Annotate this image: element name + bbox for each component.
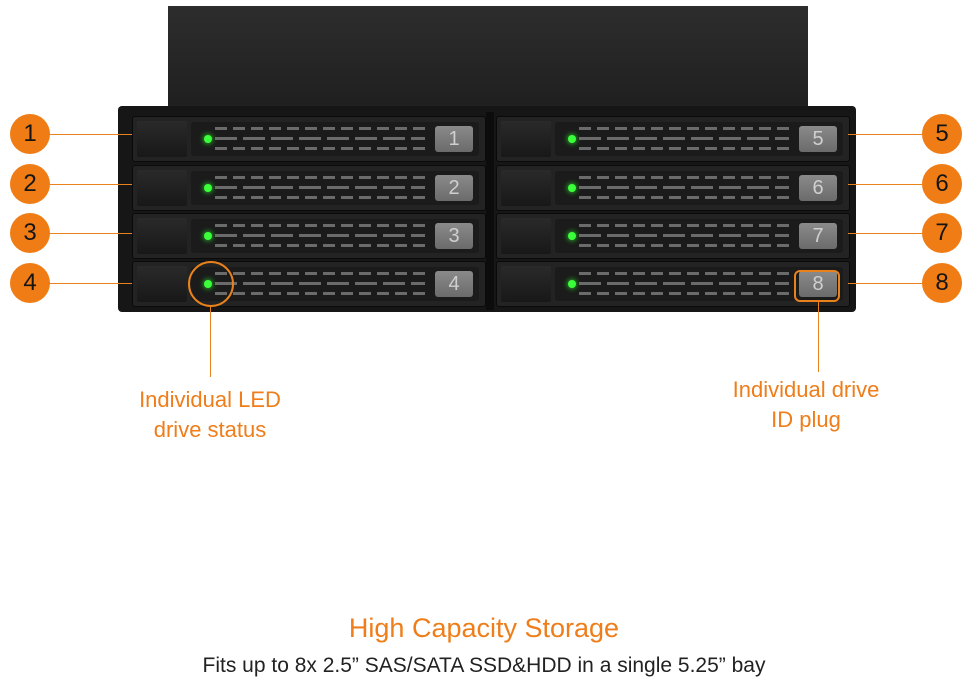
bay-number-badge-8: 8 bbox=[922, 263, 962, 303]
enclosure-top-cover bbox=[168, 6, 808, 110]
tray-handle bbox=[137, 121, 187, 157]
status-led bbox=[568, 280, 576, 288]
id-plug: 3 bbox=[435, 223, 473, 249]
tray-handle bbox=[501, 218, 551, 254]
id-caption-line-2: ID plug bbox=[771, 407, 841, 432]
subheadline: Fits up to 8x 2.5” SAS/SATA SSD&HDD in a… bbox=[202, 654, 766, 677]
drive-tray-6: 6 bbox=[496, 165, 850, 211]
headline: High Capacity Storage bbox=[348, 613, 620, 643]
bay-number-badge-3: 3 bbox=[10, 213, 50, 253]
drive-tray-3: 3 bbox=[132, 213, 486, 259]
status-led bbox=[568, 135, 576, 143]
bay-divider bbox=[486, 112, 494, 310]
led-callout-line bbox=[210, 305, 211, 377]
id-plug-callout-line bbox=[818, 302, 819, 372]
callout-line bbox=[848, 233, 922, 234]
callout-line bbox=[848, 134, 922, 135]
status-led bbox=[204, 135, 212, 143]
led-highlight-ring bbox=[188, 261, 234, 307]
id-caption-line-1: Individual drive bbox=[732, 377, 880, 402]
status-led bbox=[568, 232, 576, 240]
id-plug: 7 bbox=[799, 223, 837, 249]
id-plug-highlight-ring bbox=[794, 270, 840, 302]
id-plug: 4 bbox=[435, 271, 473, 297]
tray-handle bbox=[137, 266, 187, 302]
led-caption-line-2: drive status bbox=[153, 417, 267, 442]
led-status-caption: Individual LED drive status bbox=[110, 385, 310, 445]
tray-handle bbox=[137, 170, 187, 206]
drive-tray-7: 7 bbox=[496, 213, 850, 259]
tray-handle bbox=[501, 266, 551, 302]
tray-handle bbox=[501, 170, 551, 206]
callout-line bbox=[50, 184, 132, 185]
callout-line bbox=[848, 184, 922, 185]
status-led bbox=[568, 184, 576, 192]
bay-number-badge-7: 7 bbox=[922, 213, 962, 253]
tray-vent bbox=[215, 174, 425, 202]
drive-tray-1: 1 bbox=[132, 116, 486, 162]
callout-line bbox=[50, 283, 132, 284]
tray-vent bbox=[579, 174, 789, 202]
tray-vent bbox=[215, 222, 425, 250]
callout-line bbox=[848, 283, 922, 284]
drive-tray-2: 2 bbox=[132, 165, 486, 211]
id-plug: 5 bbox=[799, 126, 837, 152]
id-plug: 8 bbox=[799, 271, 837, 297]
drive-tray-5: 5 bbox=[496, 116, 850, 162]
tray-vent bbox=[579, 125, 789, 153]
led-caption-line-1: Individual LED bbox=[139, 387, 281, 412]
tray-vent bbox=[579, 222, 789, 250]
drive-tray-8: 8 bbox=[496, 261, 850, 307]
bay-number-badge-2: 2 bbox=[10, 164, 50, 204]
bay-number-badge-1: 1 bbox=[10, 114, 50, 154]
callout-line bbox=[50, 134, 132, 135]
tray-vent bbox=[579, 270, 789, 298]
bay-number-badge-6: 6 bbox=[922, 164, 962, 204]
drive-tray-4: 4 bbox=[132, 261, 486, 307]
status-led bbox=[204, 184, 212, 192]
status-led bbox=[204, 232, 212, 240]
tray-handle bbox=[137, 218, 187, 254]
tray-handle bbox=[501, 121, 551, 157]
callout-line bbox=[50, 233, 132, 234]
tray-vent bbox=[215, 270, 425, 298]
tray-vent bbox=[215, 125, 425, 153]
bay-number-badge-4: 4 bbox=[10, 263, 50, 303]
id-plug: 2 bbox=[435, 175, 473, 201]
id-plug: 6 bbox=[799, 175, 837, 201]
bay-number-badge-5: 5 bbox=[922, 114, 962, 154]
id-plug-caption: Individual drive ID plug bbox=[706, 375, 906, 435]
id-plug: 1 bbox=[435, 126, 473, 152]
